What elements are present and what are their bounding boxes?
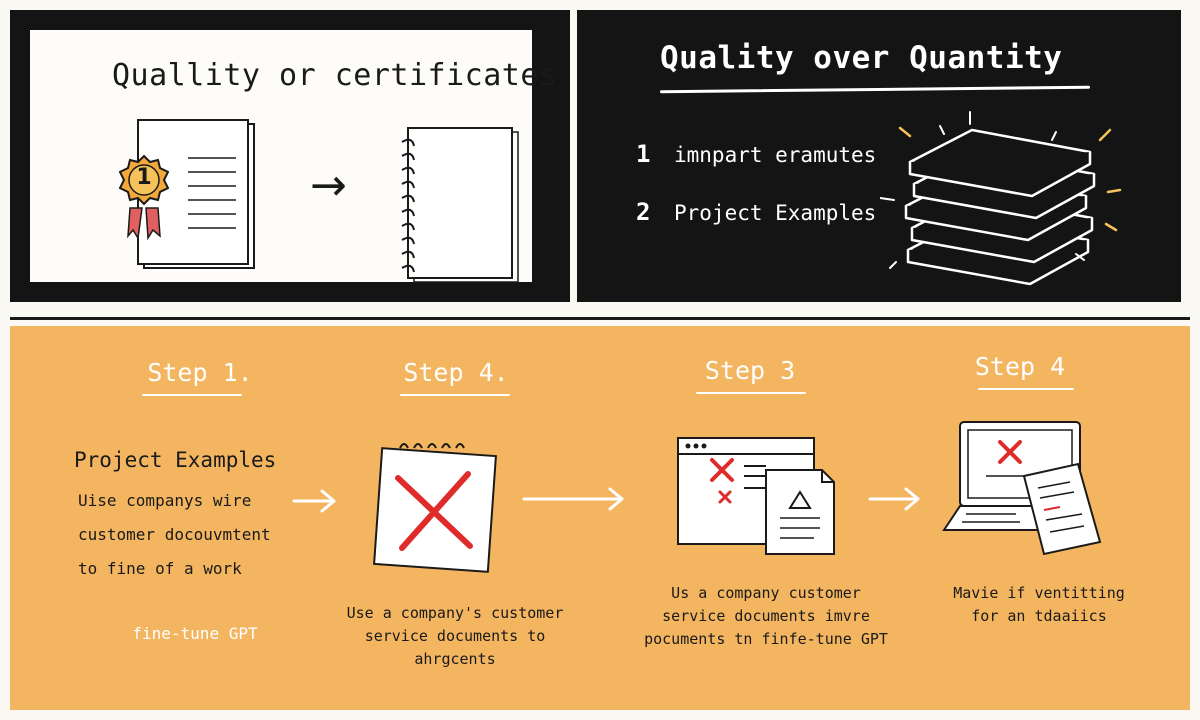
step-1-heading: Project Examples: [74, 448, 277, 472]
quality-title: Quality over Quantity: [660, 40, 1063, 76]
description-line: customer docouvmtent: [78, 525, 271, 544]
arrow-right-icon: [522, 487, 624, 511]
step-4-title: Step 4: [974, 352, 1066, 381]
list-item-label: imnpart eramutes: [674, 143, 877, 167]
notebook-icon: [401, 127, 519, 283]
description-line: Uise companys wire: [78, 491, 252, 510]
step-underline: [400, 394, 510, 396]
arrow-right-icon: [868, 487, 920, 511]
step-1-footer: fine-tune GPT: [132, 624, 258, 643]
quality-list-item: 1 imnpart eramutes: [636, 140, 876, 168]
certificates-title: Quallity or certificates: [112, 58, 558, 93]
step-underline: [142, 394, 242, 396]
description-line: to fine of a work: [78, 559, 242, 578]
step-4-description: Mavie if ventitting for an tdaaiics: [924, 582, 1154, 628]
list-item-label: Project Examples: [674, 201, 877, 225]
description-line: service documents imvre: [662, 607, 870, 625]
step-2-title: Step 4.: [403, 358, 509, 387]
arrow-right-icon: →: [310, 160, 347, 211]
description-line: Mavie if ventitting: [953, 584, 1125, 602]
description-line: pocuments tn finfe-tune GPT: [644, 630, 888, 648]
step-1-title: Step 1.: [110, 358, 290, 387]
rejected-notepad-icon: [373, 443, 497, 573]
badge-number: 1: [136, 165, 152, 190]
description-line: service documents to: [364, 627, 546, 645]
step-title-text: Step 1: [147, 358, 238, 387]
step-underline: [978, 388, 1074, 390]
description-line: for an tdaaiics: [971, 607, 1107, 625]
quality-list-item: 2 Project Examples: [636, 198, 876, 226]
certificate-icon: [118, 119, 255, 269]
step-3-title: Step 3: [704, 356, 796, 385]
laptop-document-icon: [942, 421, 1102, 556]
description-line: Use a company's customer: [346, 604, 564, 622]
section-divider: [10, 317, 1190, 320]
document-window-icon: [677, 437, 835, 555]
step-3-description: Us a company customer service documents …: [626, 582, 906, 651]
step-2-description: Use a company's customer service documen…: [320, 602, 590, 671]
list-item-number: 1: [636, 140, 651, 168]
list-item-number: 2: [636, 198, 651, 226]
description-line: Us a company customer: [671, 584, 861, 602]
step-1-description: Uise companys wire customer docouvmtent …: [78, 484, 318, 586]
book-stack-icon: [880, 111, 1122, 286]
description-line: ahrgcents: [414, 650, 496, 668]
step-underline: [696, 392, 806, 394]
arrow-right-icon: [292, 489, 336, 513]
step-title-suffix: .: [237, 358, 253, 387]
